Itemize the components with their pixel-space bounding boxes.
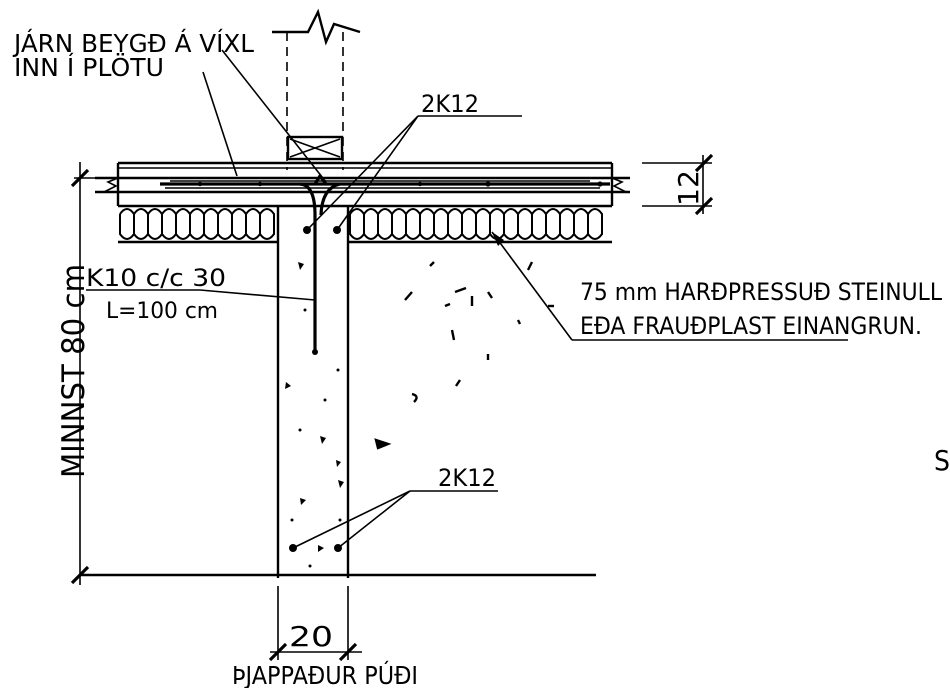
insulation-scallop — [405, 208, 421, 240]
stirrups-label-line1: K10 c/c 30 — [86, 264, 226, 292]
insulation-label-line2: EÐA FRAUÐPLAST EINANGRUN. — [580, 312, 922, 340]
slab-thickness-label: 12 — [672, 170, 705, 206]
stirrups-label-line2: L=100 cm — [106, 299, 218, 324]
insulation-scallop — [475, 208, 491, 240]
insulation-scallop — [161, 208, 177, 240]
bottom-rebar-label: 2K12 — [438, 464, 496, 492]
insulation-scallop — [189, 208, 205, 240]
insulation-scallop — [203, 208, 219, 240]
insulation-scallop — [489, 208, 505, 240]
wall-above-slab — [272, 8, 361, 170]
insulation-scallop — [391, 208, 407, 240]
compacted-pad-label: ÞJAPPAÐUR PÚÐI — [232, 660, 418, 688]
slab-thickness-dimension: 12 — [642, 153, 714, 216]
insulation-scallop — [259, 208, 275, 240]
insulation-scallop — [433, 208, 449, 240]
insulation-scallop — [461, 208, 477, 240]
insulation-scallop — [559, 208, 575, 240]
insulation-scallop — [419, 208, 435, 240]
insulation-scallop — [349, 208, 365, 240]
cut-letter: S — [934, 444, 950, 477]
bent-rebar-label-line2: INN Í PLÖTU — [14, 53, 164, 82]
footing-width-label: 20 — [289, 620, 333, 653]
bent-rebar-label-line1: JÁRN BEYGÐ Á VÍXL — [12, 29, 254, 58]
insulation-scallop — [531, 208, 547, 240]
insulation-scallop — [503, 208, 519, 240]
insulation-scallop — [377, 208, 393, 240]
backfill-marks — [374, 261, 554, 450]
insulation-scallop — [363, 208, 379, 240]
foundation-wall — [276, 206, 350, 578]
min-depth-dimension: MINNST 80 cm — [56, 162, 98, 585]
insulation-layer — [118, 204, 612, 244]
insulation-scallop — [175, 208, 191, 240]
footing-width-dimension: 20 — [268, 586, 362, 662]
floor-slab — [95, 161, 630, 216]
insulation-label-line1: 75 mm HARÐPRESSUÐ STEINULL — [580, 278, 943, 306]
insulation-scallop — [245, 208, 261, 240]
min-depth-label: MINNST 80 cm — [56, 264, 92, 478]
insulation-scallop — [119, 208, 135, 240]
insulation-scallop — [587, 208, 603, 240]
insulation-scallop — [447, 208, 463, 240]
insulation-scallop — [231, 208, 247, 240]
insulation-scallop — [545, 208, 561, 240]
top-rebar-label: 2K12 — [421, 90, 479, 118]
insulation-scallop — [133, 208, 149, 240]
leader-lines — [86, 49, 848, 549]
insulation-scallop — [573, 208, 589, 240]
insulation-scallop — [517, 208, 533, 240]
insulation-scallop — [217, 208, 233, 240]
insulation-scallop — [147, 208, 163, 240]
